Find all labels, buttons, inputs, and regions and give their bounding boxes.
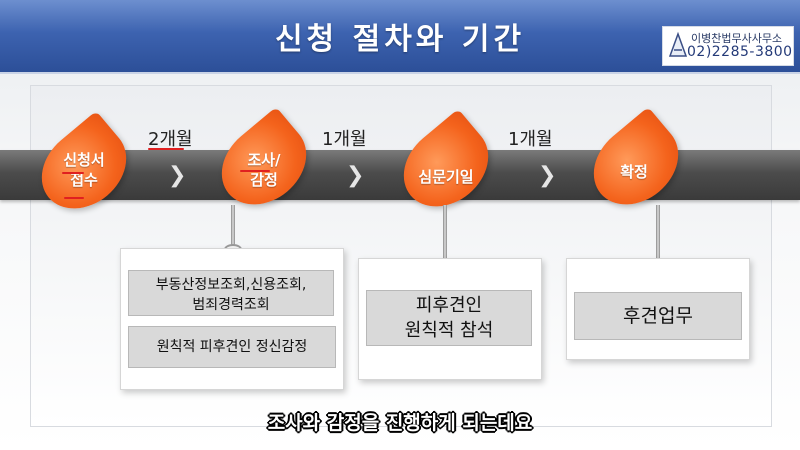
office-logo: 이병찬법무사사무소 02)2285-3800 [662,26,794,66]
step-4-label: 확정 [620,163,648,181]
logo-mark-icon [668,31,688,57]
chevron-right-icon: ❯ [346,163,365,188]
step-1-label: 신청서 접수 [63,151,105,189]
underline-mark [148,148,184,150]
period-label-2: 1개월 [322,129,367,150]
connector-pin [231,205,235,250]
chevron-right-icon: ❯ [168,163,187,188]
underline-mark [62,172,84,174]
header-bar: 신청 절차와 기간 이병찬법무사사무소 02)2285-3800 [0,0,800,74]
video-subtitle: 조사와 감정을 진행하게 되는데요 [267,412,533,434]
period-label-3: 1개월 [508,129,553,150]
step-3-label: 심문기일 [418,168,474,186]
underline-mark [64,197,84,199]
page-title: 신청 절차와 기간 [274,22,526,57]
connector-pin [656,205,660,263]
step-2-label: 조사/ 감정 [247,151,281,189]
investigation-item-2: 원칙적 피후견인 정신감정 [128,326,336,368]
chevron-right-icon: ❯ [538,163,557,188]
logo-phone: 02)2285-3800 [687,44,793,60]
investigation-item-1: 부동산정보조회,신용조회, 범죄경력조회 [128,270,334,316]
period-label-1: 2개월 [148,129,193,150]
underline-mark [240,170,270,172]
confirm-text: 후견업무 [574,292,742,340]
logo-office-name: 이병찬법무사사무소 [691,32,783,45]
connector-pin [443,205,447,263]
hearing-text: 피후견인 원칙적 참석 [366,290,532,346]
